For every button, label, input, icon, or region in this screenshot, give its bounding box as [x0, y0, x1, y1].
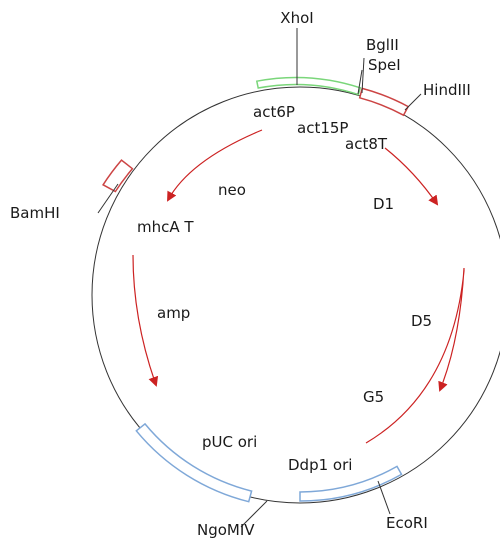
plasmid-backbone	[91, 86, 500, 504]
puc-ori-feature-box	[135, 422, 253, 503]
mhca-t-feature-box	[102, 159, 134, 193]
ecori-site-tick	[377, 480, 391, 515]
neo-label: neo	[218, 181, 246, 199]
d1-arrow	[384, 147, 439, 206]
ecori-site-label: EcoRI	[386, 514, 428, 532]
amp-label: amp	[157, 304, 190, 322]
bamhi-site-tick	[97, 183, 119, 214]
bglii-site-label: BglII	[366, 36, 399, 54]
act15p-label: act15P	[297, 119, 348, 137]
hindiii-site-label: HindIII	[423, 81, 471, 99]
spei-site-label: SpeI	[368, 56, 401, 74]
mhca-t-label: mhcA T	[137, 218, 194, 236]
ngomiv-site-label: NgoMIV	[197, 521, 255, 539]
puc-ori-label: pUC ori	[202, 433, 257, 451]
ddp1-arrow	[365, 267, 465, 444]
xhoi-site-label: XhoI	[280, 9, 313, 27]
act6p-label: act6P	[253, 103, 295, 121]
bamhi-site-label: BamHI	[10, 204, 60, 222]
amp-arrow	[132, 254, 159, 387]
ddp1-ori-label: Ddp1 ori	[288, 456, 352, 474]
ngomiv-site-tick	[240, 500, 268, 528]
neo-arrow	[167, 129, 263, 202]
terminator-feature-box	[358, 87, 410, 117]
bglii-site-tick	[361, 57, 365, 94]
ddp1-ori-feature-box	[299, 465, 403, 502]
act8t-label: act8T	[345, 135, 388, 153]
spei-site-tick	[357, 69, 363, 95]
hindiii-site-tick	[404, 93, 422, 111]
act6p-feature-box	[255, 76, 362, 96]
d1-label: D1	[373, 195, 394, 213]
d5-label: D5	[411, 312, 432, 330]
g5-label: G5	[363, 388, 384, 406]
